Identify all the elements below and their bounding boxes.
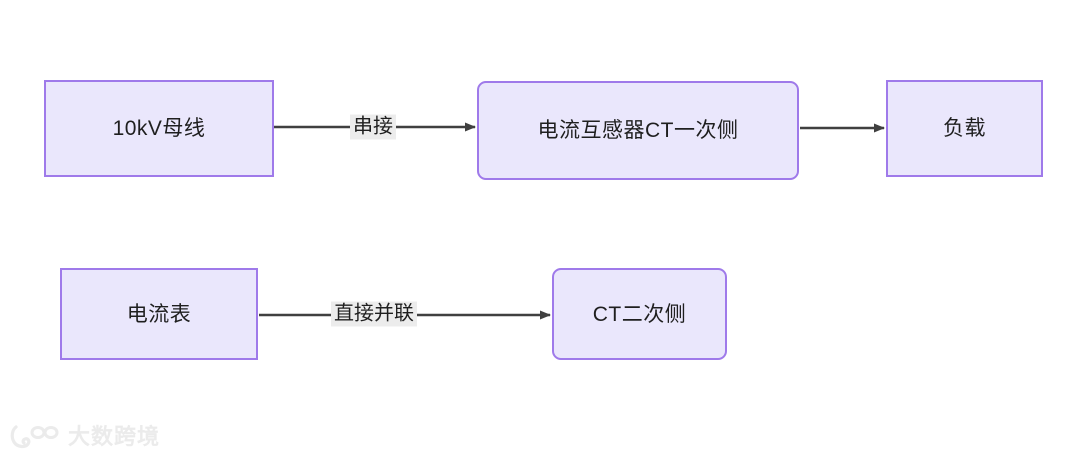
node-label: 电流互感器CT一次侧 (537, 119, 739, 142)
edge-label-direct-parallel: 直接并联 (331, 301, 417, 327)
node-label: 10kV母线 (112, 117, 206, 140)
watermark: 大数跨境 (10, 424, 160, 450)
node-load[interactable]: 负载 (886, 80, 1043, 177)
node-ammeter[interactable]: 电流表 (60, 268, 258, 360)
node-ct-secondary-side[interactable]: CT二次侧 (552, 268, 727, 360)
dashukuajing-logo-icon (10, 425, 59, 449)
node-label: 电流表 (126, 302, 192, 326)
edge-label-series-connection: 串接 (350, 114, 396, 140)
watermark-text: 大数跨境 (68, 424, 161, 449)
node-label: CT二次侧 (592, 302, 687, 326)
node-label: 负载 (943, 117, 986, 140)
node-10kv-bus[interactable]: 10kV母线 (44, 80, 274, 177)
node-ct-primary-side[interactable]: 电流互感器CT一次侧 (477, 81, 799, 180)
